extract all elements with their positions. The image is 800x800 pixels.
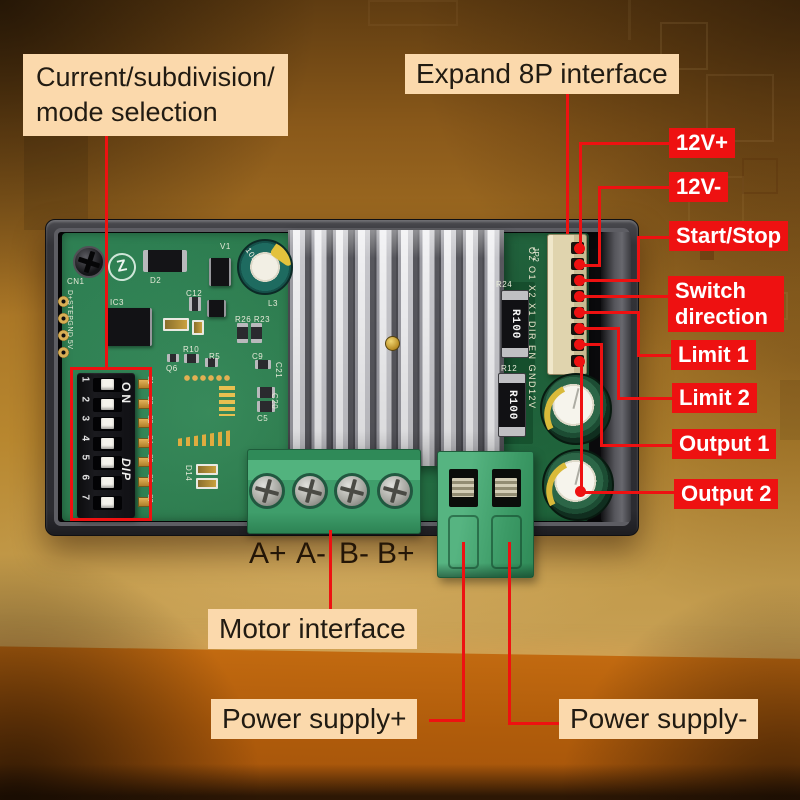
annotation-line: [617, 327, 620, 400]
solder-pad-stack: [219, 386, 235, 416]
annotation-line: [598, 186, 601, 267]
connector-pin-names: O2 O1 X2 X1 DIR EN GND12V: [527, 247, 537, 410]
diode-d2: [143, 250, 187, 272]
electrolytic-capacitor: [542, 449, 614, 521]
smd-capacitor: [192, 320, 204, 335]
annotation-line: [579, 142, 582, 252]
motor-pin-label: B+: [377, 537, 415, 570]
smd-component: [189, 297, 201, 311]
annotation-line: [581, 279, 640, 282]
power-terminal-block: [437, 451, 534, 578]
smd-component: [255, 360, 271, 369]
solder-via-row: [183, 374, 231, 383]
annotation-line: [566, 92, 569, 234]
smd-capacitor: [163, 318, 189, 331]
callout-output-2: Output 2: [674, 479, 779, 509]
callout-12v-plus: 12V+: [669, 128, 735, 158]
annotation-line: [329, 530, 332, 611]
dip-switch-highlight-box: [70, 367, 152, 521]
smd-capacitor: [196, 464, 218, 475]
pattern-line: [780, 380, 800, 440]
pattern-square: [24, 120, 88, 230]
cn1-pad: [58, 330, 69, 341]
ic3-chip: [106, 308, 152, 346]
smd-component: [257, 401, 275, 412]
smd-component: [184, 354, 199, 363]
terminal-clamp: [495, 478, 517, 497]
brand-logo-letter: Z: [115, 257, 129, 276]
smd-component: [167, 354, 179, 362]
callout-power-supply-plus: Power supply+: [211, 699, 418, 739]
resistor-r23: [251, 323, 262, 343]
pattern-line: [628, 0, 631, 40]
callout-start-stop: Start/Stop: [669, 221, 789, 251]
annotation-line: [617, 397, 673, 400]
terminal-groove: [491, 515, 522, 569]
callout-output-1: Output 1: [672, 429, 777, 459]
callout-power-supply-minus: Power supply-: [559, 699, 759, 739]
terminal-clamp: [452, 478, 474, 497]
annotation-line: [581, 295, 670, 298]
annotation-line: [508, 722, 561, 725]
motor-pin-label: A-: [296, 537, 326, 570]
callout-12v-minus: 12V-: [669, 172, 729, 202]
pattern-square: [368, 0, 458, 26]
annotation-line: [637, 311, 640, 357]
resistor-marking: R100: [509, 308, 521, 340]
power-resistor-r24: R100: [501, 290, 529, 358]
callout-limit-1: Limit 1: [671, 340, 756, 370]
smd-capacitor: [196, 478, 218, 489]
smd-component: [257, 387, 275, 398]
transistor-v1: [209, 258, 231, 286]
annotation-line: [579, 142, 670, 145]
annotation-line: [429, 719, 465, 722]
terminal-screw-b-minus: [334, 473, 370, 509]
callout-text: Current/subdivision/: [36, 62, 275, 92]
callout-text: mode selection: [36, 97, 218, 127]
resistor-marking: R100: [506, 389, 518, 421]
callout-expand-8p: Expand 8P interface: [405, 54, 679, 94]
motor-pin-label: B-: [339, 537, 369, 570]
annotation-line: [637, 236, 670, 239]
power-terminal-slot: [449, 469, 478, 507]
annotation-line: [105, 125, 108, 367]
annotation-line: [637, 236, 640, 282]
cn1-pad: [58, 347, 69, 358]
terminal-screw-a-minus: [292, 473, 328, 509]
heatsink-screw: [385, 336, 400, 351]
power-terminal-slot: [492, 469, 521, 507]
annotation-line: [581, 327, 620, 330]
terminal-screw-b-plus: [377, 473, 413, 509]
power-resistor-r12: R100: [498, 373, 526, 437]
pattern-square: [742, 158, 778, 194]
cn1-pad: [58, 313, 69, 324]
cn1-pad: [58, 296, 69, 307]
annotation-line: [600, 343, 603, 447]
annotation-line: [581, 311, 640, 314]
annotation-line: [600, 444, 673, 447]
expand-8p-connector: [547, 234, 587, 375]
callout-switch-direction: Switch direction: [668, 276, 784, 332]
annotation-line: [637, 354, 672, 357]
smd-component: [205, 358, 218, 367]
callout-mode-selection: Current/subdivision/ mode selection: [23, 54, 288, 136]
annotation-line: [580, 491, 675, 494]
resistor-r26: [237, 323, 248, 343]
callout-motor-interface: Motor interface: [208, 609, 417, 649]
callout-limit-2: Limit 2: [672, 383, 757, 413]
motor-pin-label: A+: [249, 537, 287, 570]
annotation-line: [462, 542, 465, 722]
inductor-l3: [237, 239, 293, 295]
transistor: [207, 300, 226, 317]
annotation-line: [580, 361, 583, 494]
annotation-line: [598, 186, 670, 189]
annotation-line: [508, 542, 511, 725]
mounting-screw: [73, 246, 105, 278]
terminal-screw-a-plus: [249, 473, 285, 509]
